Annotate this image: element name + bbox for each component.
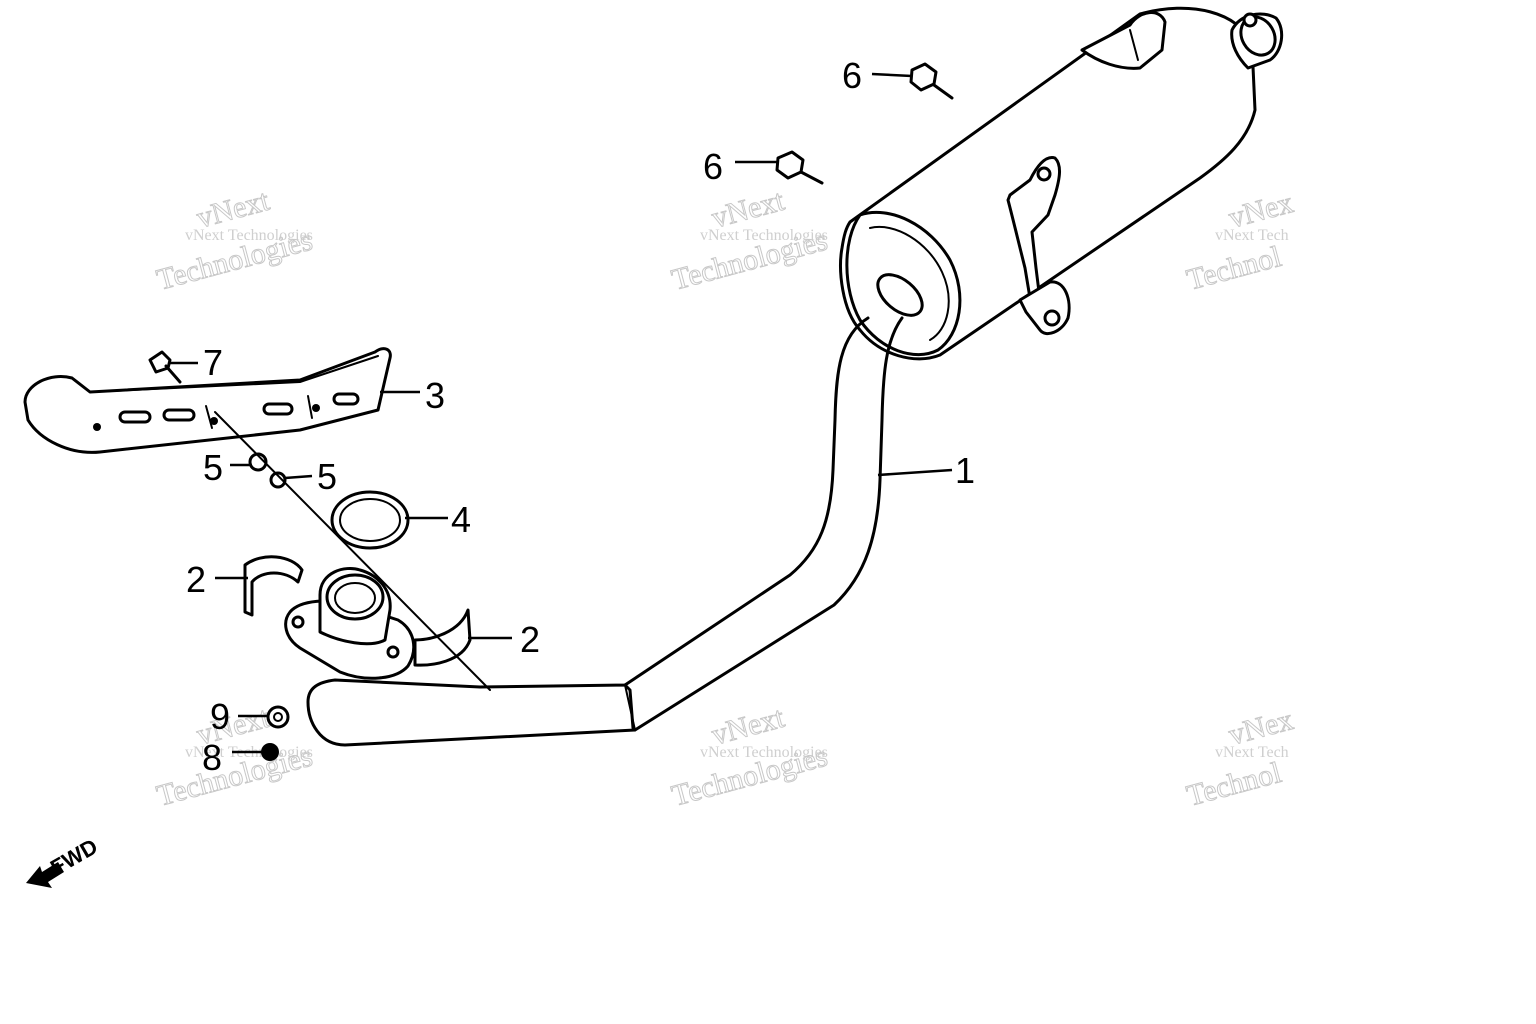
svg-text:vNext Technologies: vNext Technologies [185,227,313,244]
callout-6-upper: 6 [842,55,862,96]
shield-tab-2 [307,395,313,419]
washer-5-right [269,471,287,489]
svg-text:vNext Tech: vNext Tech [1215,227,1289,244]
callout-8: 8 [202,737,222,778]
watermark-top-left: vNext vNext Technologies Technologies [153,183,317,297]
shield-hole-2 [210,417,218,425]
exhaust-pipe-upper-inner [633,316,904,732]
muffler-end-inner [869,225,950,341]
pipe-joint-line [624,684,636,731]
svg-text:Technol: Technol [1183,756,1284,813]
gasket-4 [330,490,410,550]
shield-hole-3 [312,404,320,412]
bolt-6-upper [909,62,954,100]
muffler-end-rim [845,210,962,356]
callout-7: 7 [203,342,223,383]
arrow-down-left-icon [26,862,64,888]
fwd-indicator: FWD [26,834,102,888]
callout-5-right: 5 [317,456,337,497]
heat-shield [23,347,392,454]
callout-4: 4 [451,499,471,540]
svg-text:Technol: Technol [1183,240,1284,297]
callout-1: 1 [955,450,975,491]
heat-shield-edge [89,355,379,393]
bolt-6-lower [775,150,824,185]
flange-hole-right [386,645,400,659]
exhaust-pipe-upper [623,316,870,687]
washer-5-left [248,452,268,472]
leader-5-right [284,474,313,480]
svg-text:vNext Tech: vNext Tech [1215,744,1289,761]
muffler-top-bracket [1080,11,1167,70]
shield-tab-1 [205,405,213,429]
lower-tab-hole [1043,309,1061,327]
callout-9: 9 [210,696,230,737]
flange-pipe-inner [334,582,376,614]
muffler-inlet [876,273,924,317]
shield-slot-4 [332,392,360,406]
muffler-strap [1006,156,1061,302]
watermark-top-right: vNex vNext Tech Technol [1183,186,1297,298]
clamp-2-right [413,608,472,667]
strap-hole [1036,166,1052,182]
outlet-bolt [1242,12,1258,28]
watermark-top-center: vNext vNext Technologies Technologies [668,183,832,297]
callout-2-left: 2 [186,559,206,600]
shield-slot-2 [162,408,196,422]
clamp-2-left [243,555,304,617]
header-flange [284,566,416,680]
fwd-label: FWD [46,834,102,881]
flange-hole-left [291,615,305,629]
muffler-body [839,6,1257,361]
assembly-line [214,411,491,691]
exhaust-pipe-lower [306,678,637,747]
shield-hole-1 [93,423,101,431]
svg-text:vNext Technologies: vNext Technologies [700,227,828,244]
shield-slot-3 [262,402,294,416]
heat-shield-body [23,347,392,454]
callout-3: 3 [425,375,445,416]
leader-1 [877,468,953,477]
nut-9 [266,705,290,729]
muffler-assembly [306,6,1284,747]
svg-text:vNext Technologies: vNext Technologies [700,744,828,761]
callout-5-left: 5 [203,447,223,488]
watermark-bottom-right: vNex vNext Tech Technol [1183,703,1297,814]
callout-6-lower: 6 [703,146,723,187]
callout-2-right: 2 [520,619,540,660]
top-bracket-fold [1129,29,1139,61]
shield-slot-1 [118,410,152,424]
watermark-bottom-left: vNext vNext Technologies Technologies [153,700,317,813]
screw-7 [148,350,182,384]
leader-6-upper [871,72,913,78]
watermark-bottom-center: vNext vNext Technologies Technologies [668,700,832,813]
nut-8 [261,743,279,761]
